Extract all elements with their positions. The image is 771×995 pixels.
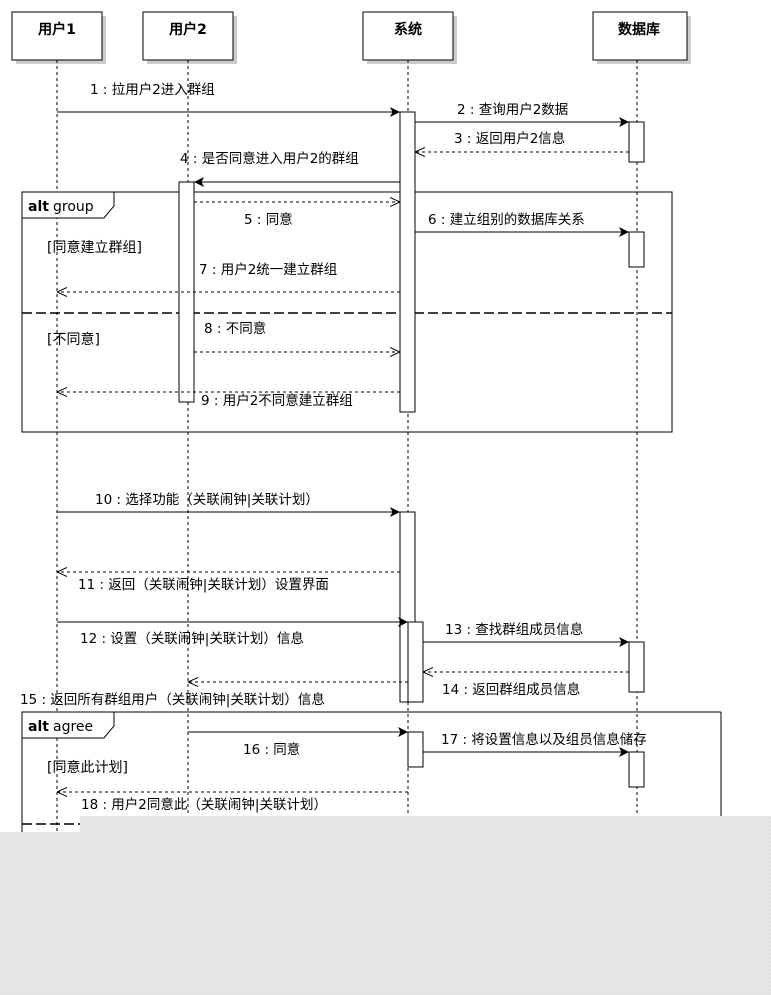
activation-database-4 [628,751,645,788]
participant-database-label: 数据库 [618,21,660,38]
msg-17-label: 17 : 将设置信息以及组员信息储存 [441,731,647,748]
msg-5-label: 5 : 同意 [244,211,293,228]
participant-user2: 用户2 [142,11,237,64]
msg-18-label: 18 : 用户2同意此（关联闹钟|关联计划） [81,796,327,813]
image-placeholder-overlay [0,816,771,995]
msg-11-label: 11 : 返回（关联闹钟|关联计划）设置界面 [78,576,329,593]
alt-agree-name: agree [53,719,93,735]
participant-user1: 用户1 [11,11,106,64]
alt-frame-group: alt group [同意建立群组] [不同意] [21,191,673,433]
msg-9-label: 9 : 用户2不同意建立群组 [201,392,353,409]
alt-agree-guard-1: [同意此计划] [47,759,128,776]
activation-database-2 [628,231,645,268]
activation-database-1 [628,121,645,163]
msg-16-label: 16 : 同意 [243,741,300,758]
msg-10-label: 10 : 选择功能（关联闹钟|关联计划） [95,491,319,508]
activation-system-3 [407,621,424,703]
activation-database-3 [628,641,645,693]
msg-12-label: 12 : 设置（关联闹钟|关联计划）信息 [80,630,304,647]
msg-3-label: 3 : 返回用户2信息 [454,130,565,147]
participant-database: 数据库 [592,11,691,64]
msg-1-label: 1 : 拉用户2进入群组 [90,81,215,98]
alt-group-name: group [53,199,94,215]
participant-system: 系统 [362,11,457,64]
alt-group-guard-2: [不同意] [47,331,100,348]
msg-15-label: 15 : 返回所有群组用户（关联闹钟|关联计划）信息 [20,691,325,708]
msg-6-label: 6 : 建立组别的数据库关系 [428,212,585,228]
participant-user2-label: 用户2 [169,21,207,38]
participant-user1-label: 用户1 [38,21,76,38]
activation-system-1 [399,111,416,413]
msg-4-label: 4 : 是否同意进入用户2的群组 [180,150,359,167]
participant-system-label: 系统 [394,21,422,38]
activation-system-4 [407,731,424,768]
alt-group-keyword: alt [28,199,49,215]
alt-group-guard-1: [同意建立群组] [47,239,142,256]
msg-7-label: 7 : 用户2统一建立群组 [199,261,337,278]
alt-agree-keyword: alt [28,719,49,735]
msg-13-label: 13 : 查找群组成员信息 [445,621,583,638]
msg-2-label: 2 : 查询用户2数据 [457,101,568,118]
msg-8-label: 8 : 不同意 [204,320,266,337]
msg-14-label: 14 : 返回群组成员信息 [442,681,580,698]
